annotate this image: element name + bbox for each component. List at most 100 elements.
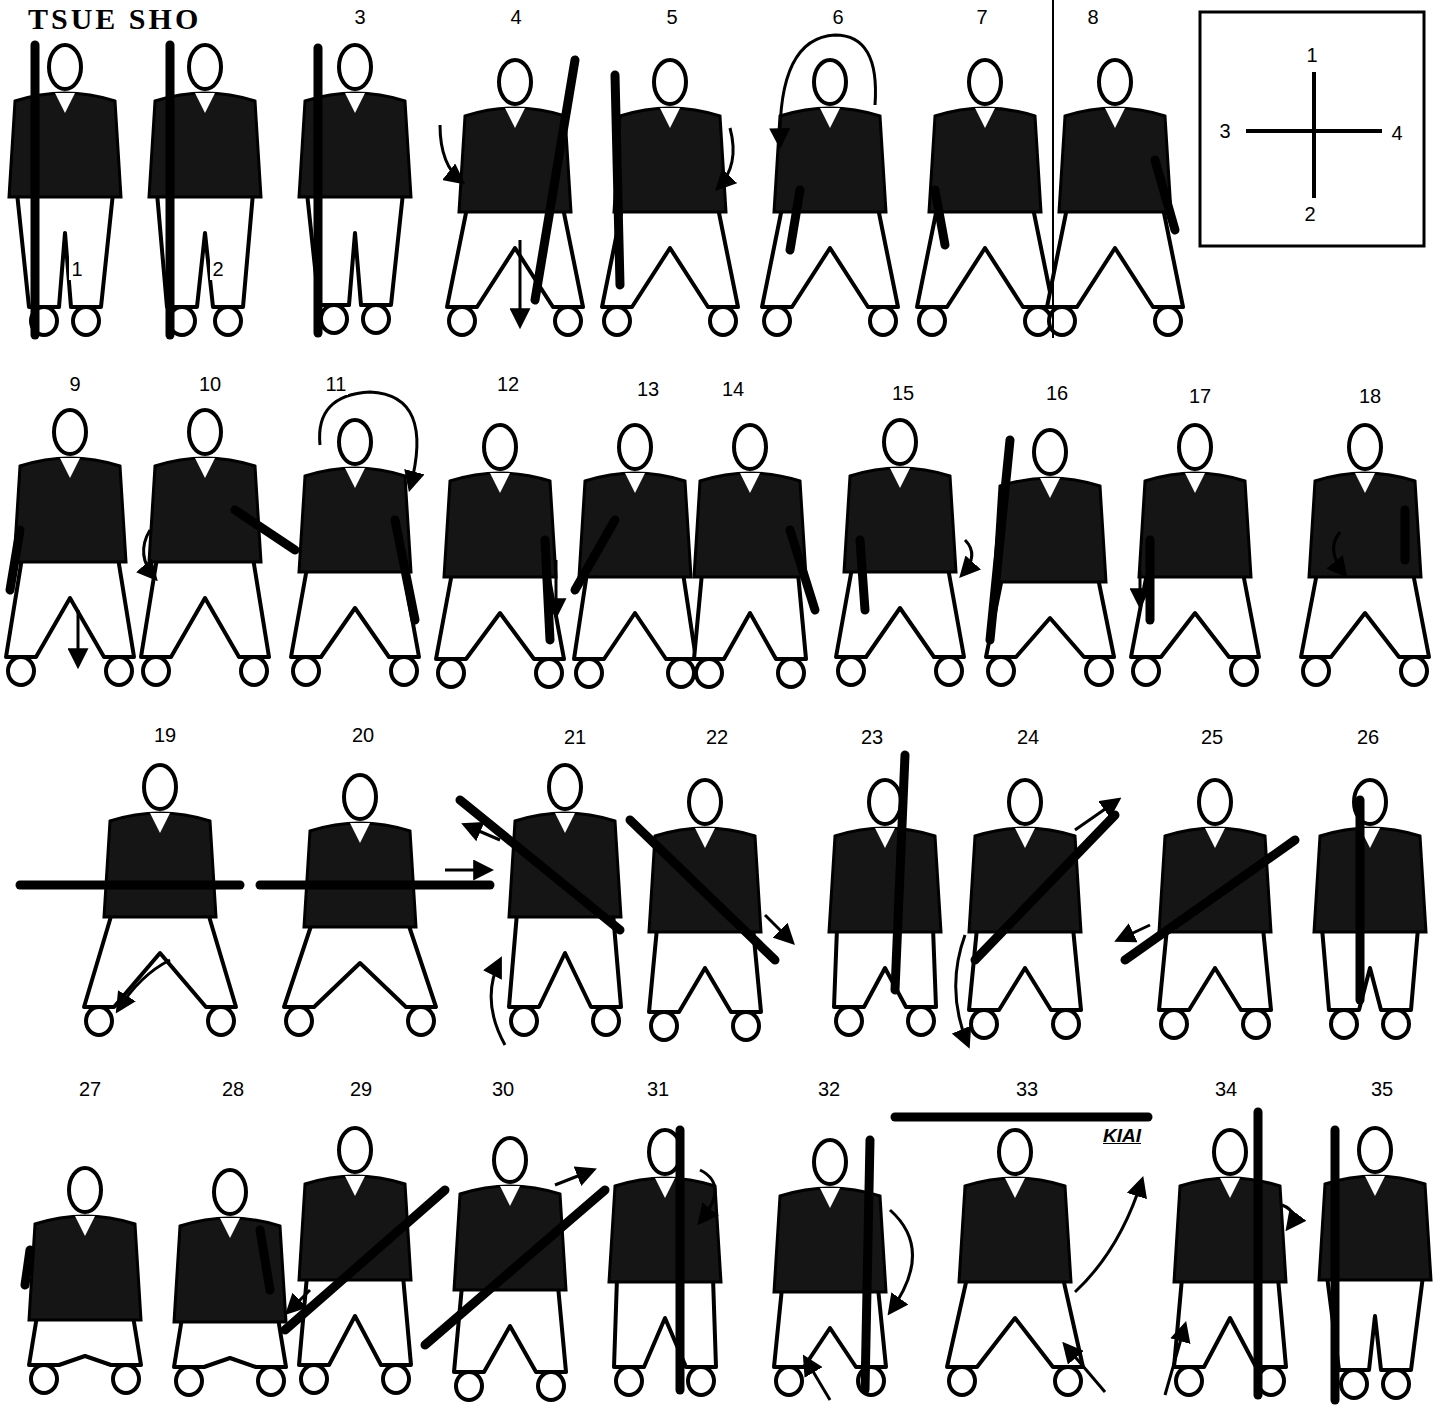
foot: [1055, 1367, 1081, 1395]
bo-staff: [935, 190, 945, 245]
figure: [1131, 425, 1259, 685]
gi-jacket: [174, 1218, 286, 1322]
foot: [293, 657, 319, 685]
collar: [625, 473, 645, 493]
bo-staff: [260, 1230, 270, 1290]
foot: [776, 1367, 802, 1395]
figure: [6, 410, 134, 685]
foot: [696, 659, 722, 687]
foot: [1231, 657, 1257, 685]
pants: [141, 558, 269, 657]
foot: [1155, 307, 1181, 335]
gi-jacket: [304, 823, 416, 927]
kata-figures: [6, 45, 1431, 1400]
bo-staff: [615, 75, 620, 285]
figure: [895, 1117, 1148, 1395]
step-number: 16: [1044, 382, 1070, 404]
foot: [86, 1007, 112, 1035]
foot: [1383, 1010, 1409, 1038]
motion-arrow: [555, 560, 558, 615]
head: [549, 765, 581, 809]
bo-staff: [235, 510, 295, 550]
pants: [836, 568, 964, 657]
motion-arrow: [519, 240, 522, 325]
step-number: 15: [890, 382, 916, 404]
bo-staff: [860, 540, 865, 610]
head: [969, 60, 1001, 104]
pants: [834, 928, 936, 1007]
motion-arrow: [1075, 1180, 1142, 1292]
head: [214, 1170, 246, 1214]
figure: [447, 60, 583, 335]
pants: [1047, 208, 1183, 307]
motion-arrow: [956, 935, 968, 1045]
head: [339, 45, 371, 89]
motion-arrow: [1139, 570, 1142, 605]
motion-arrow: [700, 1170, 715, 1222]
step-number: 22: [704, 726, 730, 748]
foot: [536, 659, 562, 687]
kiai-note: KIAI: [1101, 1126, 1143, 1147]
foot: [208, 1007, 234, 1035]
bo-staff: [10, 530, 20, 590]
direction-number: 4: [1389, 122, 1404, 144]
foot: [1176, 1367, 1202, 1395]
collar: [820, 108, 840, 128]
step-number: 21: [562, 726, 588, 748]
collar: [875, 828, 895, 848]
head: [1099, 60, 1131, 104]
foot: [919, 307, 945, 335]
head: [1349, 425, 1381, 469]
foot: [616, 1367, 642, 1395]
bo-staff: [1254, 1112, 1263, 1395]
step-number: 6: [830, 6, 845, 28]
collar: [1105, 108, 1125, 128]
figure: [630, 780, 775, 1040]
figure: [609, 1130, 721, 1395]
pants: [1327, 1276, 1423, 1370]
bo-staff: [25, 1250, 30, 1285]
pants: [454, 1286, 566, 1372]
step-number: 12: [495, 373, 521, 395]
motion-arrow: [780, 35, 876, 145]
head: [884, 420, 916, 464]
head: [654, 60, 686, 104]
collar: [1220, 1178, 1240, 1198]
figure: [574, 425, 696, 687]
gi-jacket: [1159, 828, 1271, 932]
bo-staff: [545, 540, 550, 640]
figure: [836, 420, 964, 685]
step-number: 17: [1187, 385, 1213, 407]
bo-staff: [285, 1190, 445, 1330]
gi-jacket: [149, 458, 261, 562]
figure: [1301, 425, 1429, 685]
bo-staff: [1356, 800, 1365, 1000]
motion-arrow: [555, 1170, 593, 1185]
bo-staff: [895, 755, 905, 990]
head: [144, 765, 176, 809]
head: [1009, 780, 1041, 824]
foot: [576, 659, 602, 687]
collar: [490, 473, 510, 493]
motion-arrow: [77, 610, 80, 665]
collar: [660, 108, 680, 128]
step-number: 35: [1369, 1078, 1395, 1100]
foot: [408, 1007, 434, 1035]
step-number: 27: [77, 1078, 103, 1100]
pants: [299, 1276, 411, 1365]
motion-arrows: [78, 35, 1345, 1400]
foot: [1383, 1370, 1409, 1398]
figure: [917, 60, 1053, 335]
motion-arrow: [445, 869, 490, 872]
collar: [500, 1186, 520, 1206]
foot: [971, 1010, 997, 1038]
foot: [1133, 657, 1159, 685]
step-number: 7: [974, 6, 989, 28]
head: [484, 425, 516, 469]
collar: [55, 93, 75, 113]
collar: [1015, 828, 1035, 848]
bo-staff: [990, 440, 1010, 640]
collar: [1365, 1176, 1385, 1196]
foot: [321, 305, 347, 333]
foot: [449, 307, 475, 335]
